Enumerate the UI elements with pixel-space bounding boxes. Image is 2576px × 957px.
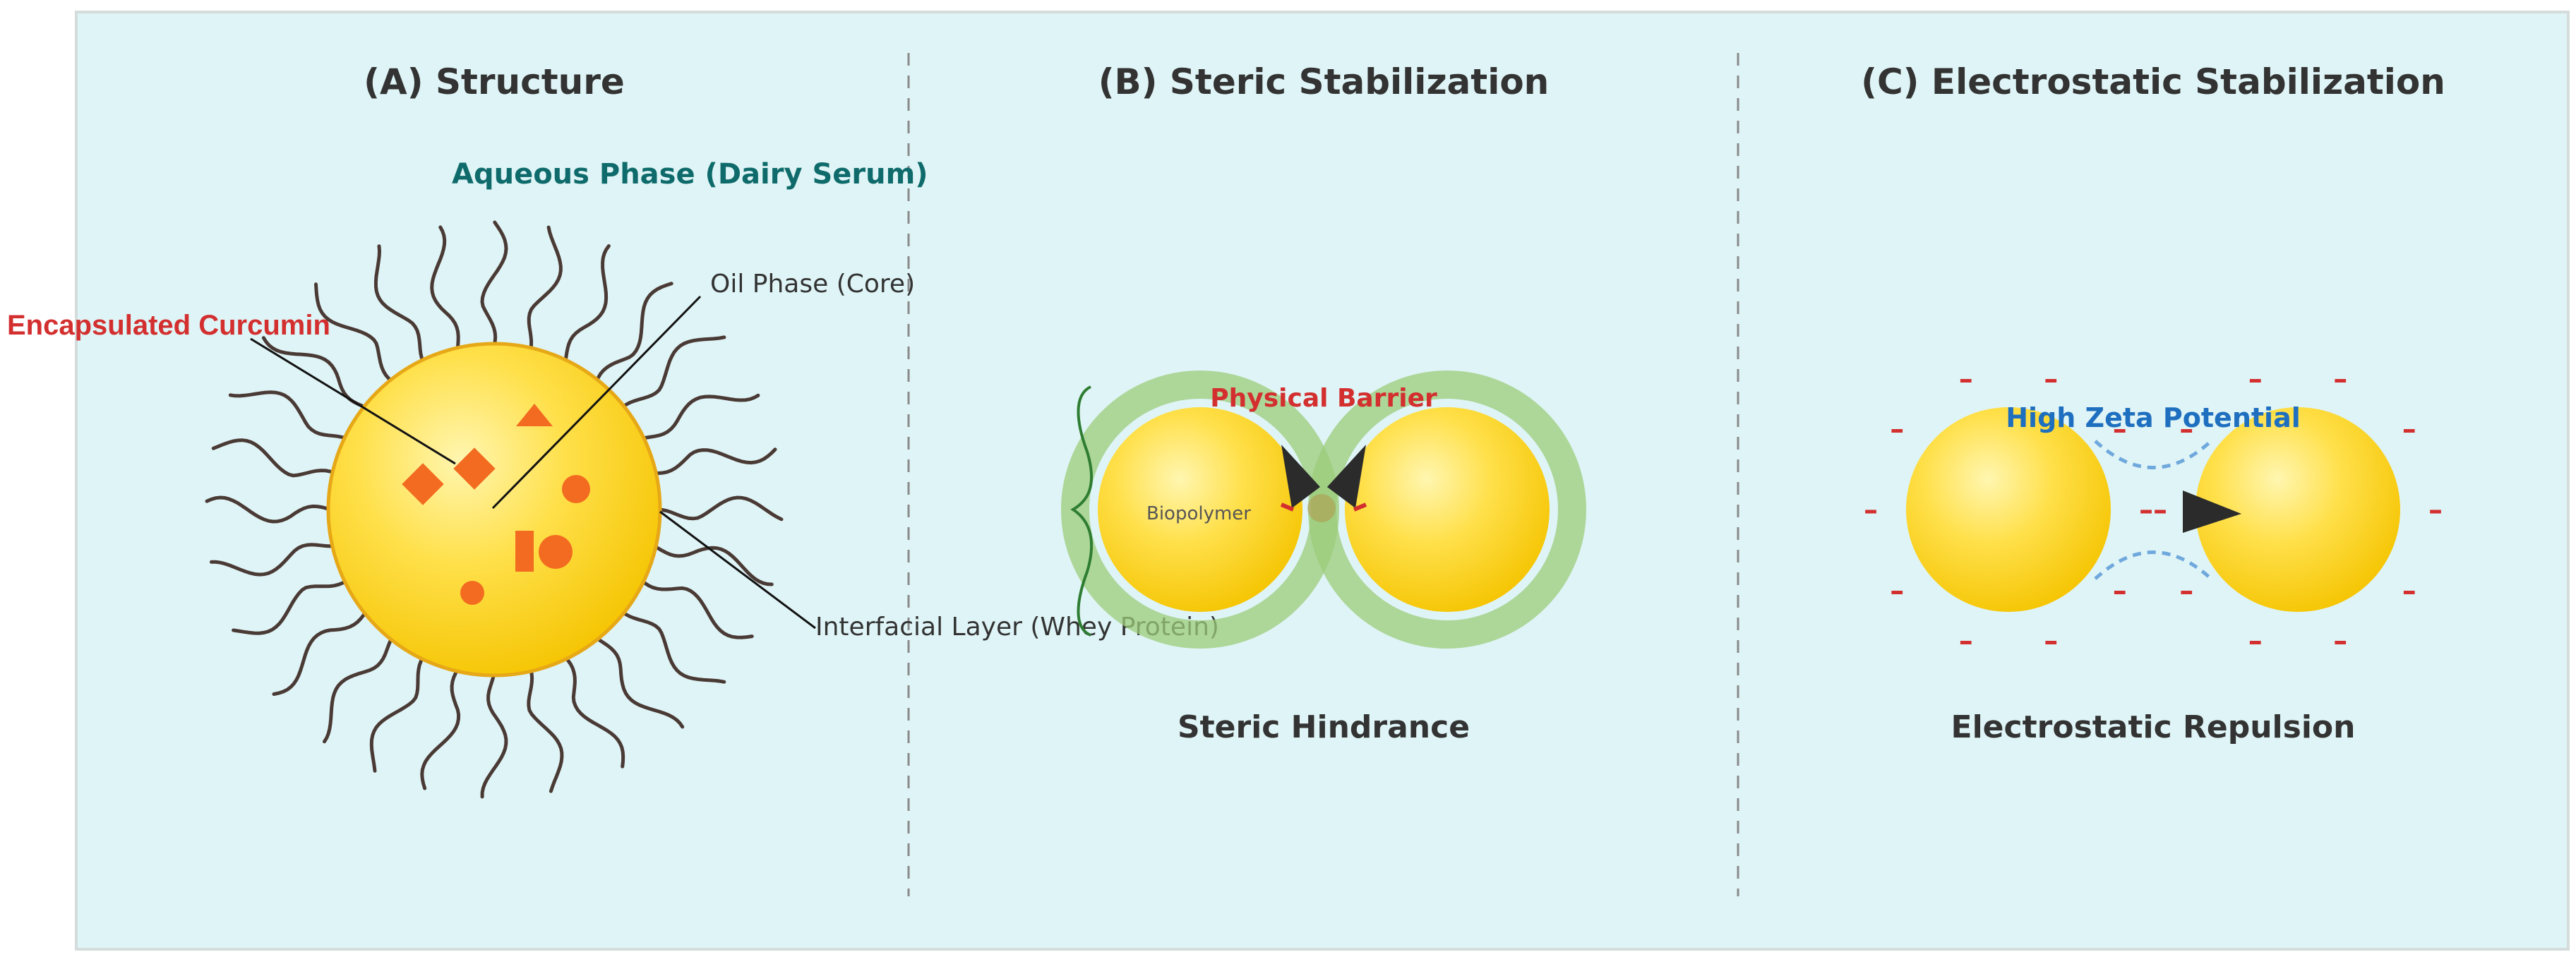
panel-a: Aqueous Phase (Dairy Serum) Encapsulated… [7,158,1219,799]
biopolymer-brace [1070,385,1094,637]
biopolymer-label: Biopolymer [1146,503,1251,524]
negative-charge-icon: – [2113,413,2127,445]
polymer-chain [323,635,394,744]
negative-charge-icon: – [1890,575,1904,608]
barrier-marker [1353,502,1367,512]
polymer-chain [563,655,625,769]
polymer-chain [640,579,754,639]
polymer-chain [652,447,777,476]
barrier-marker [1280,502,1295,512]
negative-charge-icon: – [2179,413,2193,445]
polymer-chain [211,438,337,478]
panel-c: –––––––––––––––––––– High Zeta Potential… [1864,363,2443,746]
polymer-chain [527,225,563,352]
polymer-chain [656,495,784,522]
field-line-bottom [2094,550,2212,580]
negative-charge-icon: – [2113,575,2127,608]
repulsion-arrow-icon [1281,445,1320,508]
droplet-left [1098,407,1302,612]
steric-hindrance-caption: Steric Hindrance [1178,709,1470,745]
polymer-chain [527,667,564,793]
negative-charge-icon: – [1890,413,1904,445]
negative-charge-icon: – [2139,494,2153,526]
field-line-top [2094,440,2212,469]
physical-barrier-label: Physical Barrier [1210,384,1437,413]
electrostatic-repulsion-caption: Electrostatic Repulsion [1951,709,2356,745]
polymer-chain [563,244,611,364]
polymer-chain [272,610,369,696]
curcumin-square-icon [402,463,444,505]
curcumin-circle-icon [539,535,573,569]
curcumin-label: Encapsulated Curcumin [7,310,330,341]
negative-charges: –––––––––––––––––––– [1864,363,2443,658]
panel-a-title: (A) Structure [364,61,625,102]
overlap-zone [1307,494,1336,522]
curcumin-leader-line [250,337,456,465]
polymer-chain [640,393,760,440]
polymer-chain [480,220,508,348]
negative-charge-icon: – [2333,363,2347,396]
negative-charge-icon: – [2153,494,2167,526]
oil-droplet [326,342,662,678]
interface-leader-line [659,510,816,630]
negative-charge-icon: – [2248,625,2263,658]
aqueous-phase-label: Aqueous Phase (Dairy Serum) [452,158,928,191]
polymer-chain [228,390,349,440]
polymer-chain [369,655,425,773]
polymer-chain [620,610,726,684]
steric-layer-right [1308,371,1586,649]
negative-charge-icon: – [1959,625,1973,658]
polymer-chain [373,244,425,364]
polymer-chain [420,667,461,790]
negative-charge-icon: – [2428,494,2443,526]
polymer-chain [480,671,508,799]
panel-b-title: (B) Steric Stabilization [1098,61,1550,102]
oil-leader-line [491,295,702,510]
polymer-chain [205,495,333,524]
negative-charge-icon: – [2179,575,2193,608]
oil-phase-label: Oil Phase (Core) [710,270,915,299]
negative-charge-icon: – [2248,363,2263,396]
repulsion-arrow-icon [2183,490,2241,533]
polymer-chain [594,635,685,729]
droplet-left [1906,407,2111,612]
repulsion-arrow-icon [1327,445,1366,508]
polymer-chain [652,544,774,586]
negative-charge-icon: – [1864,494,1878,526]
negative-charge-icon: – [2333,625,2347,658]
curcumin-circle-icon [562,475,590,503]
negative-charge-icon: – [2402,575,2416,608]
negative-charge-icon: – [2402,413,2416,445]
droplet-right [2195,407,2400,612]
polymer-chain [594,282,673,384]
polymer-chain [210,543,337,577]
curcumin-rect-icon [515,531,534,572]
polymer-chain [620,335,726,409]
negative-charge-icon: – [1959,363,1973,396]
droplet-right [1345,407,1550,612]
curcumin-square-icon [453,447,496,490]
panel-b: Physical Barrier Biopolymer Steric Hindr… [1061,371,1586,745]
curcumin-circle-icon [460,581,484,605]
curcumin-triangle-icon [516,404,553,426]
negative-charge-icon: – [2044,625,2058,658]
polymer-chain [232,579,349,635]
zeta-potential-label: High Zeta Potential [2006,402,2300,433]
polymer-chain [430,225,460,352]
negative-charge-icon: – [2044,363,2058,396]
polymer-chain [314,282,394,384]
panel-c-title: (C) Electrostatic Stabilization [1861,61,2445,102]
